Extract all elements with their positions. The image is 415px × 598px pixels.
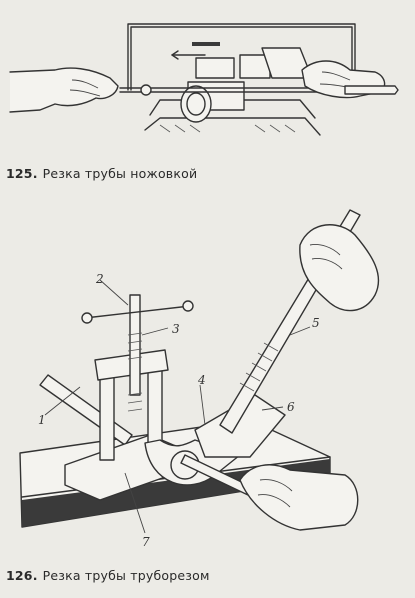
callout-5: 5	[312, 316, 320, 330]
callout-7: 7	[142, 535, 150, 549]
callout-2: 2	[96, 272, 104, 286]
callout-6: 6	[287, 400, 295, 414]
callout-1: 1	[38, 413, 46, 427]
figure-126-number: 126.	[6, 568, 38, 583]
figure-125-caption-text: Резка трубы ножовкой	[42, 166, 198, 181]
figure-126-caption-text: Резка трубы труборезом	[42, 568, 210, 583]
callout-4: 4	[198, 373, 206, 387]
figure-125-number: 125.	[6, 166, 38, 181]
figure-126-caption: 126. Резка трубы труборезом	[6, 568, 210, 583]
callout-3: 3	[172, 322, 180, 336]
hacksaw-illustration	[9, 23, 399, 136]
pipe-cutter-illustration	[19, 209, 380, 534]
figure-125-caption: 125. Резка трубы ножовкой	[6, 166, 197, 181]
